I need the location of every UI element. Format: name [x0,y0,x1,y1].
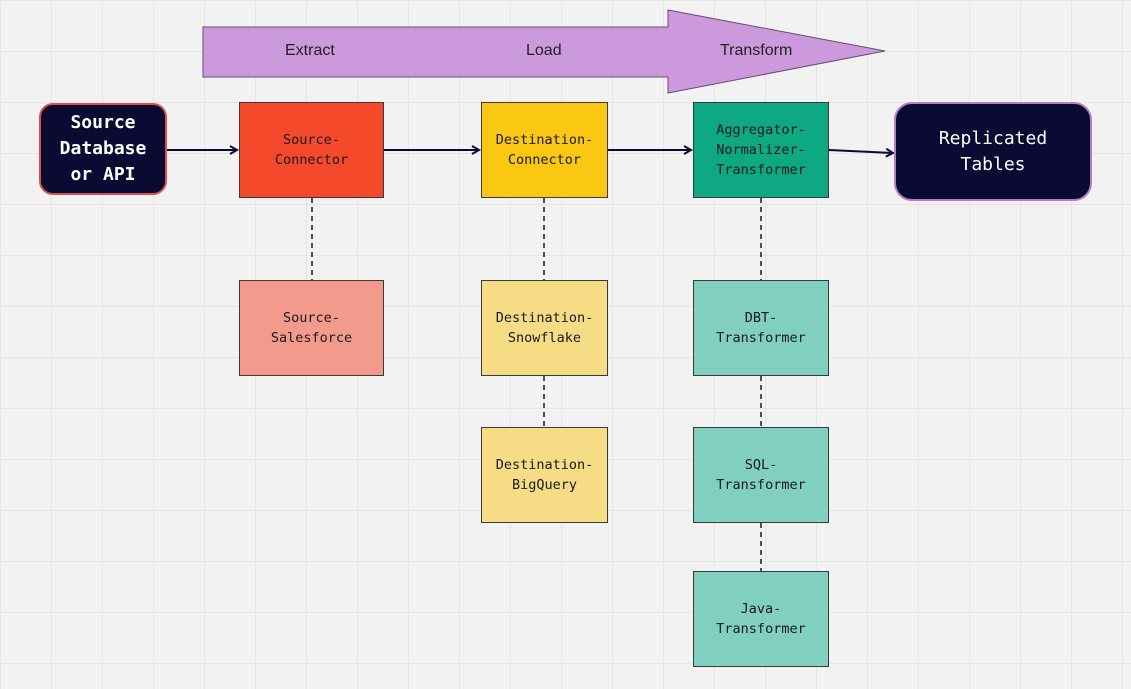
node-destination-connector[interactable]: Destination- Connector [481,102,608,198]
node-replicated-tables[interactable]: Replicated Tables [894,102,1092,201]
node-destination-bigquery[interactable]: Destination- BigQuery [481,427,608,523]
node-aggregator-normalizer-transformer[interactable]: Aggregator- Normalizer- Transformer [693,102,829,198]
node-source-connector[interactable]: Source- Connector [239,102,384,198]
arrow-aggregator-to-replicated-tables [828,150,893,153]
phase-label-load: Load [526,42,562,59]
node-destination-snowflake[interactable]: Destination- Snowflake [481,280,608,376]
node-java-transformer[interactable]: Java- Transformer [693,571,829,667]
node-source-salesforce[interactable]: Source- Salesforce [239,280,384,376]
node-source-database[interactable]: Source Database or API [39,103,167,195]
node-sql-transformer[interactable]: SQL- Transformer [693,427,829,523]
node-dbt-transformer[interactable]: DBT- Transformer [693,280,829,376]
phase-label-extract: Extract [285,42,335,59]
phase-label-transform: Transform [720,42,793,59]
